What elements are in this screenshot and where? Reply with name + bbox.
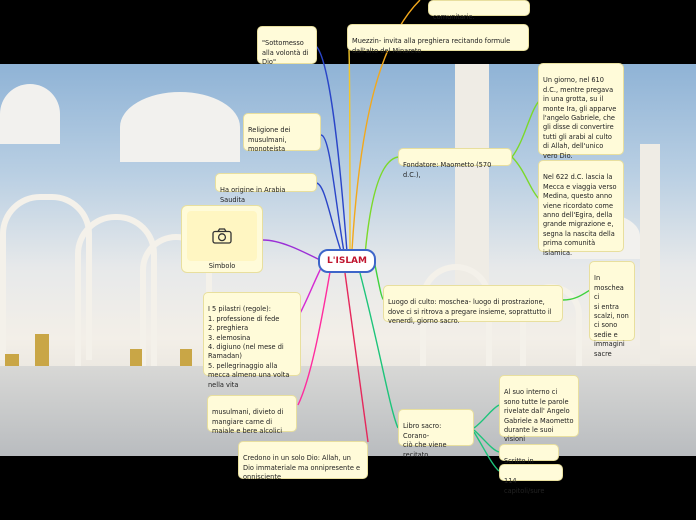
node-comunitarie[interactable]: comunitarie. [428, 0, 530, 16]
node-culto-text: Luogo di culto: moschea- luogo di prostr… [388, 298, 552, 325]
node-pilastri[interactable]: I 5 pilastri (regole): 1. professione di… [203, 292, 301, 376]
node-moschea-detail-text: In moschea ci si entra scalzi, non ci so… [594, 274, 629, 357]
central-topic[interactable]: L'ISLAM [318, 249, 376, 273]
node-libro[interactable]: Libro sacro: Corano- ciò che viene recit… [398, 409, 474, 446]
node-fondatore[interactable]: Fondatore: Maometto (570 d.C.), [398, 148, 512, 166]
node-simbolo[interactable]: Simbolo [181, 205, 263, 273]
node-sottomesso[interactable]: "Sottomesso alla volontà di Dio" [257, 26, 317, 64]
node-fondatore-detail-1[interactable]: Un giorno, nel 610 d.C., mentre pregava … [538, 63, 624, 155]
node-credono-text: Credono in un solo Dio: Allah, un Dio im… [243, 454, 360, 481]
node-comunitarie-text: comunitarie. [433, 13, 475, 21]
node-libro-detail-1[interactable]: Al suo interno ci sono tutte le parole r… [499, 375, 579, 437]
node-fondatore-detail-2[interactable]: Nel 622 d.C. lascia la Mecca e viaggia v… [538, 160, 624, 252]
node-simbolo-label: Simbolo [182, 262, 262, 270]
node-libro-detail-3[interactable]: 114 capitoli/sure [499, 464, 563, 481]
node-origine[interactable]: Ha origine in Arabia Saudita [215, 173, 317, 192]
node-culto[interactable]: Luogo di culto: moschea- luogo di prostr… [383, 285, 563, 322]
node-religione-text: Religione dei musulmani, monoteista [248, 126, 290, 153]
central-topic-text: L'ISLAM [327, 256, 367, 266]
node-moschea-detail[interactable]: In moschea ci si entra scalzi, non ci so… [589, 261, 635, 341]
node-fondatore-detail-1-text: Un giorno, nel 610 d.C., mentre pregava … [543, 76, 616, 159]
image-placeholder [187, 211, 257, 261]
node-sottomesso-text: "Sottomesso alla volontà di Dio" [262, 39, 309, 66]
node-credono[interactable]: Credono in un solo Dio: Allah, un Dio im… [238, 441, 368, 479]
node-fondatore-detail-2-text: Nel 622 d.C. lascia la Mecca e viaggia v… [543, 173, 617, 256]
node-libro-detail-3-text: 114 capitoli/sure [504, 477, 544, 494]
node-muezzin[interactable]: Muezzin- invita alla preghiera recitando… [347, 24, 529, 51]
camera-icon [212, 228, 232, 244]
node-libro-detail-2[interactable]: Scritto in arabo [499, 444, 559, 461]
node-libro-detail-1-text: Al suo interno ci sono tutte le parole r… [504, 388, 574, 443]
node-religione[interactable]: Religione dei musulmani, monoteista [243, 113, 321, 151]
node-pilastri-text: I 5 pilastri (regole): 1. professione di… [208, 305, 289, 388]
node-divieto[interactable]: musulmani, divieto di mangiare carne di … [207, 395, 297, 432]
node-divieto-text: musulmani, divieto di mangiare carne di … [212, 408, 283, 435]
